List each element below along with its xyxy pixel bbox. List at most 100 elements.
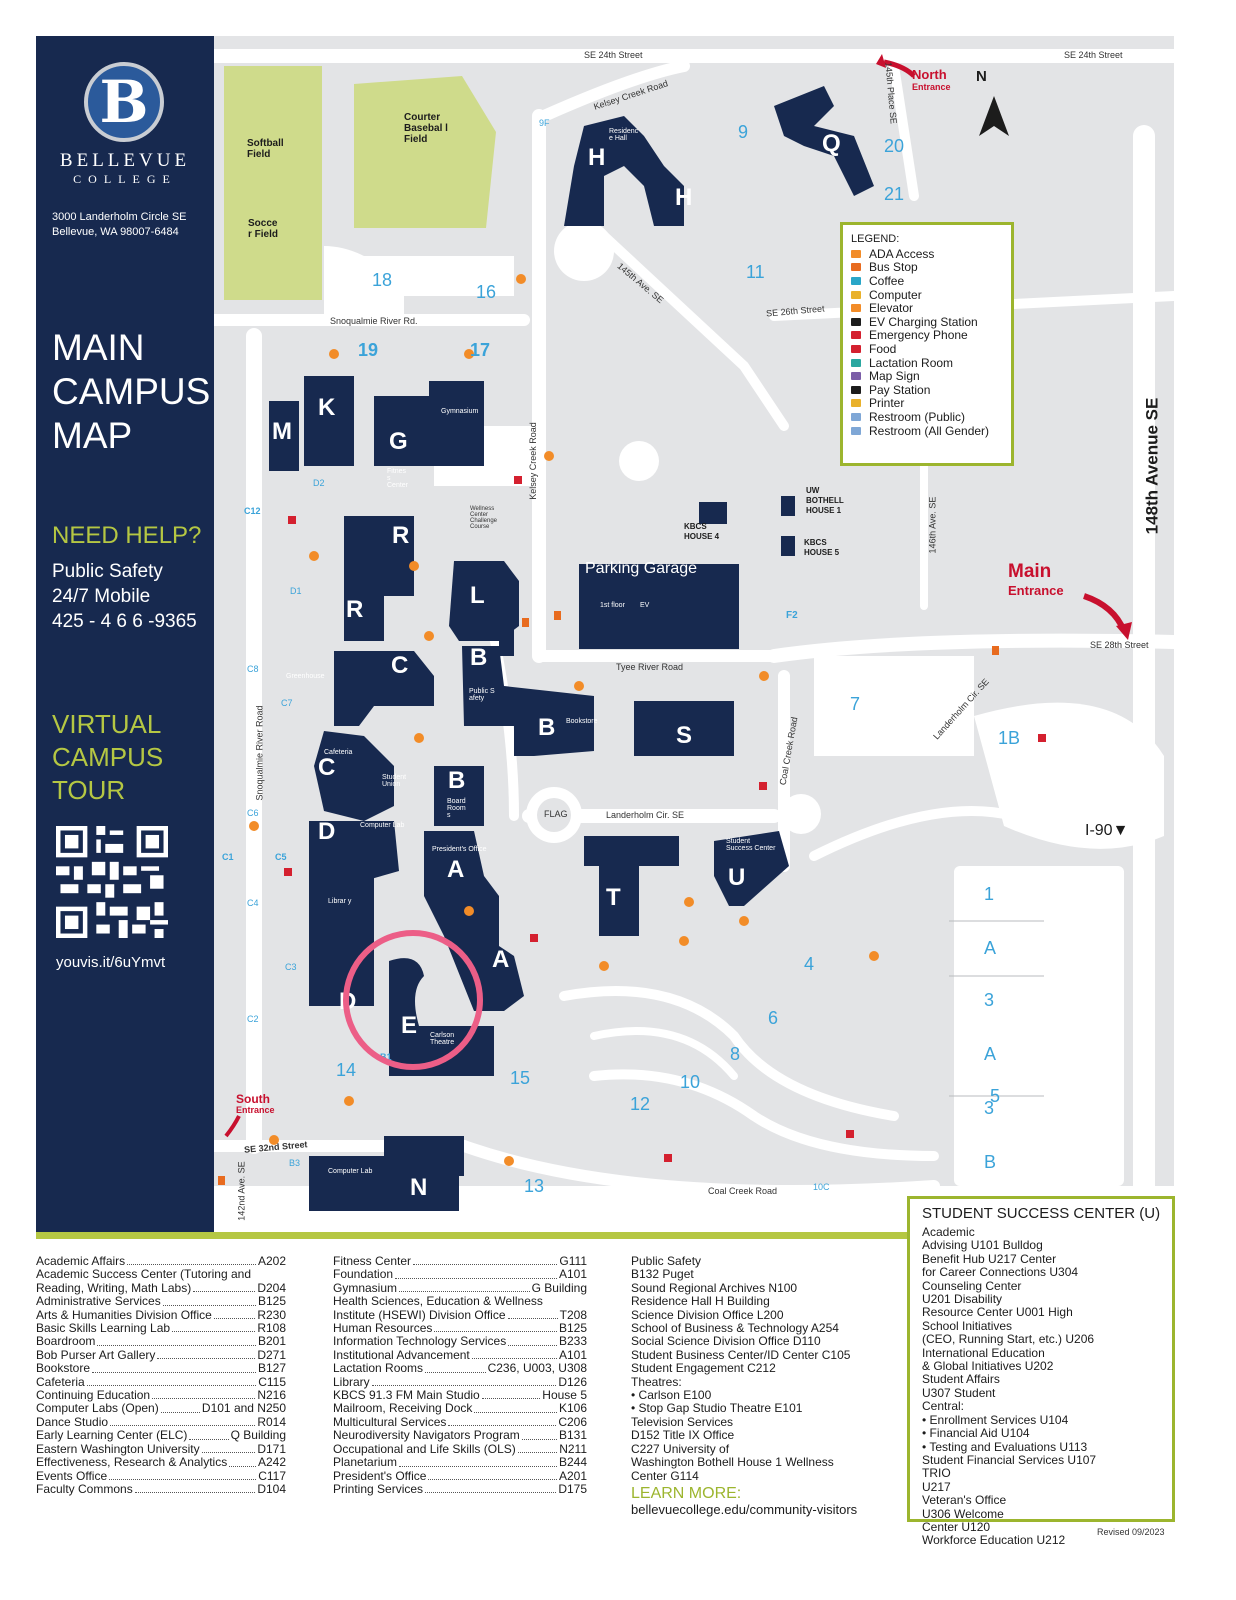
tour-link[interactable]: youvis.it/6uYmvt — [56, 954, 166, 971]
lot-code: C12 — [244, 506, 261, 516]
kbcs-house4-label: KBCS HOUSE 4 — [684, 522, 720, 541]
building-a-label[interactable]: A — [447, 856, 465, 883]
learn-more-link[interactable]: bellevuecollege.edu/community-visitors — [631, 1502, 858, 1518]
lot-code: 9F — [539, 118, 550, 128]
building-g-label[interactable]: G — [389, 428, 408, 455]
legend-symbol-icon — [851, 399, 861, 408]
dot-leader — [229, 1456, 256, 1467]
ssc-line: Student Affairs — [922, 1372, 1000, 1387]
entry-name: Occupational and Life Skills (OLS) — [333, 1441, 516, 1456]
building-h-label[interactable]: H — [588, 144, 606, 171]
qr-code-icon[interactable] — [56, 826, 168, 938]
lot-3[interactable]: 3 — [984, 1098, 995, 1118]
building-a-label[interactable]: A — [492, 946, 510, 973]
lot-19[interactable]: 19 — [358, 340, 379, 360]
legend-symbol-icon — [851, 304, 861, 313]
lot-b[interactable]: B — [984, 1152, 997, 1172]
lot-16[interactable]: 16 — [476, 282, 497, 302]
ssc-line: School Initiatives — [922, 1318, 1013, 1333]
legend-item: Pay Station — [851, 383, 1003, 397]
lot-13[interactable]: 13 — [524, 1176, 545, 1196]
lot-17[interactable]: 17 — [470, 340, 491, 360]
building-c-label[interactable]: C — [318, 754, 336, 781]
dot-leader — [474, 1402, 557, 1413]
building-n-label[interactable]: N — [410, 1174, 428, 1201]
lot-9[interactable]: 9 — [738, 122, 749, 142]
entry-location: D101 and N250 — [201, 1401, 286, 1416]
entrance-word: Main — [1008, 561, 1052, 582]
entry-location: C236, U003, U308 — [487, 1361, 587, 1376]
lot-6[interactable]: 6 — [768, 1008, 779, 1028]
building-r-label[interactable]: R — [392, 522, 410, 549]
lot-1[interactable]: 1 — [984, 884, 995, 904]
building-b-label[interactable]: B — [538, 714, 556, 741]
ssc-line: (CEO, Running Start, etc.) U206 — [922, 1332, 1095, 1347]
entry-location: A242 — [257, 1455, 286, 1470]
entry-name: Computer Labs (Open) — [36, 1401, 159, 1416]
lot-21[interactable]: 21 — [884, 184, 905, 204]
building-c-label[interactable]: C — [391, 652, 409, 679]
lot-10[interactable]: 10 — [680, 1072, 701, 1092]
building-k-label[interactable]: K — [318, 394, 336, 421]
ssc-line: • Enrollment Services U104 — [922, 1412, 1069, 1427]
entry-name: Human Resources — [333, 1321, 433, 1336]
lot-1b[interactable]: 1B — [998, 728, 1021, 748]
building-q-label[interactable]: Q — [822, 130, 841, 157]
bus-stop-icons — [218, 611, 999, 1185]
lot-a[interactable]: A — [984, 938, 997, 958]
lot-4[interactable]: 4 — [804, 954, 815, 974]
lot-a[interactable]: A — [984, 1044, 997, 1064]
building-l-label[interactable]: L — [470, 582, 485, 609]
entry-name: Events Office — [36, 1468, 108, 1483]
entry-name: Basic Skills Learning Lab — [36, 1321, 171, 1336]
learn-more-heading: LEARN MORE: — [631, 1484, 742, 1502]
building-m-label[interactable]: M — [272, 418, 292, 445]
legend-item: Elevator — [851, 301, 1003, 315]
ssc-line: U307 Student — [922, 1385, 996, 1400]
building-b-label[interactable]: B — [448, 767, 466, 794]
lot-11[interactable]: 11 — [746, 262, 765, 282]
emergency-phone-icons — [284, 476, 1046, 1162]
building-r-label[interactable]: R — [346, 596, 364, 623]
fitness-center-label: Fitnes s Center — [387, 468, 409, 489]
entry-name: President's Office — [333, 1468, 427, 1483]
building-b-label[interactable]: B — [470, 644, 488, 671]
lot-14[interactable]: 14 — [336, 1060, 357, 1080]
building-t-label[interactable]: T — [606, 884, 621, 911]
parking-garage-label[interactable]: Parking Garage — [585, 560, 698, 577]
dot-leader — [371, 1376, 557, 1387]
lot-15[interactable]: 15 — [510, 1068, 531, 1088]
building-d-label[interactable]: D — [318, 818, 336, 845]
parking-garage-building — [579, 564, 739, 649]
entry-location: N211 — [559, 1441, 587, 1456]
dot-leader — [425, 1362, 486, 1373]
lot-20[interactable]: 20 — [884, 136, 905, 156]
divider — [36, 1232, 1174, 1239]
dot-leader — [425, 1483, 557, 1494]
lot-3[interactable]: 3 — [984, 990, 995, 1010]
building-s-label[interactable]: S — [676, 722, 693, 749]
entrance-word: Entrance — [236, 1105, 275, 1115]
tour-line: TOUR — [52, 775, 126, 805]
street-label: 142nd Ave. SE — [236, 1161, 247, 1221]
dot-leader — [399, 1282, 530, 1293]
building-h-label[interactable]: H — [675, 184, 693, 211]
lot-12[interactable]: 12 — [630, 1094, 651, 1114]
legend-item: Map Sign — [851, 369, 1003, 383]
help-line: 24/7 Mobile — [52, 586, 151, 607]
lot-8[interactable]: 8 — [730, 1044, 741, 1064]
lot-18[interactable]: 18 — [372, 270, 393, 290]
greenhouse-label: Greenhouse — [286, 673, 325, 680]
title-line: MAP — [52, 415, 133, 456]
lot-5[interactable]: 5 — [990, 1086, 1001, 1106]
legend-label: Restroom (All Gender) — [869, 423, 990, 438]
lot-7[interactable]: 7 — [850, 694, 861, 714]
building-u-label[interactable]: U — [728, 864, 746, 891]
